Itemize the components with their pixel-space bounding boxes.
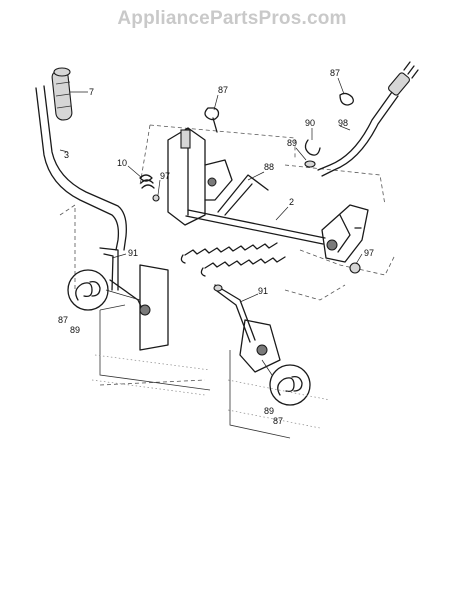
right-lift-arm [321,204,369,274]
clip-90 [304,139,321,168]
lift-shaft [185,209,326,245]
detail-circle-left [67,269,141,311]
callout-91: 91 [128,248,138,258]
callout-88: 88 [264,162,274,172]
callout-97: 97 [160,171,170,181]
callout-97: 97 [364,248,374,258]
clip-87-right [339,92,354,106]
center-bracket [139,127,233,226]
rod-98 [317,61,419,177]
callout-89: 89 [264,406,274,416]
callout-3: 3 [64,150,69,160]
right-link-assembly [213,284,281,373]
leader-lines [59,77,363,303]
callout-7: 7 [89,87,94,97]
callout-98: 98 [338,118,348,128]
callout-labels: 7 3 10 97 87 88 2 87 90 98 89 97 91 87 8… [58,68,374,426]
callout-91: 91 [258,286,268,296]
callout-89: 89 [287,138,297,148]
clip-87-top [204,107,220,133]
lift-handle-assembly [35,67,127,251]
deck-right [227,350,331,439]
callout-10: 10 [117,158,127,168]
deck-left [91,304,211,396]
callout-87: 87 [218,85,228,95]
spring-10 [139,174,155,189]
callout-2: 2 [289,197,294,207]
callout-90: 90 [305,118,315,128]
callout-87: 87 [330,68,340,78]
watermark-text: AppliancePartsPros.com [117,8,347,29]
callout-87: 87 [58,315,68,325]
callout-89: 89 [70,325,80,335]
callout-87: 87 [273,416,283,426]
detail-circle-right [261,359,311,406]
springs-88 [180,174,286,277]
left-link-assembly [99,247,169,351]
